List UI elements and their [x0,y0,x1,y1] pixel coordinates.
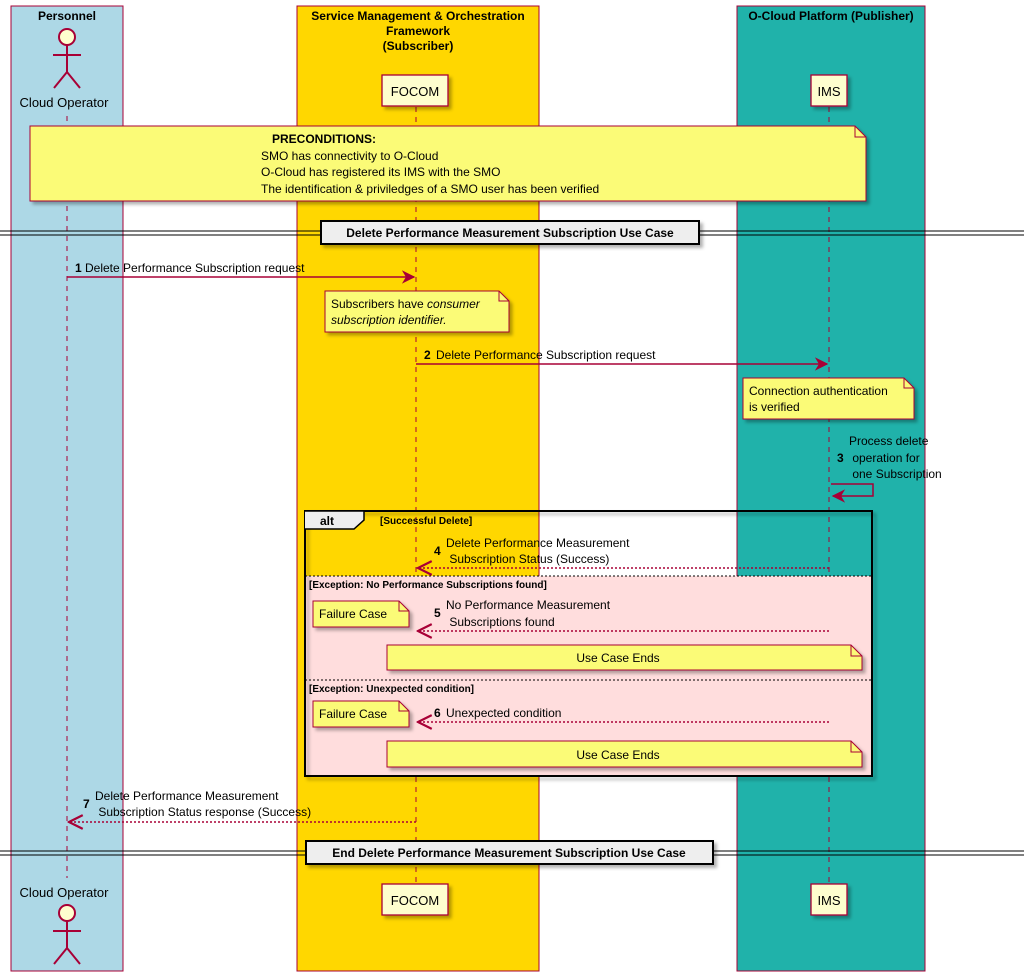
message-5-label-line-2: Subscriptions found [446,615,555,629]
end-divider-label: End Delete Performance Measurement Subsc… [332,846,686,860]
message-4-label-line-2: Subscription Status (Success) [446,552,609,566]
authentication-note: Connection authentication is verified [742,377,915,420]
cloud-operator-actor-top: Cloud Operator [20,28,110,110]
message-6-label: Unexpected condition [446,706,561,720]
failure-case-note-2: Failure Case [312,700,410,728]
use-case-ends-label-1: Use Case Ends [576,651,659,665]
precondition-line-1: SMO has connectivity to O-Cloud [261,149,438,163]
message-7-number: 7 [83,797,90,811]
ims-label-bottom: IMS [817,893,840,908]
message-2-label: Delete Performance Subscription request [436,348,656,362]
smo-box-title-line-1: Service Management & Orchestration [311,9,524,23]
message-3-label-line-3: one Subscription [849,467,942,481]
failure-case-note-1: Failure Case [312,600,410,628]
personnel-box-title: Personnel [38,9,96,23]
end-divider: End Delete Performance Measurement Subsc… [0,840,1024,865]
message-7: 7 Delete Performance Measurement Subscri… [69,789,416,822]
actor-icon [53,28,81,89]
focom-participant-bottom: FOCOM [381,883,449,916]
preconditions-title: PRECONDITIONS: [272,132,376,146]
ims-participant-bottom: IMS [810,883,848,916]
preconditions-note: PRECONDITIONS: SMO has connectivity to O… [29,125,867,202]
message-2-number: 2 [424,348,431,362]
alt-guard-unexpected: [Exception: Unexpected condition] [309,684,474,695]
message-7-label-line-2: Subscription Status response (Success) [95,805,311,819]
message-6-number: 6 [434,706,441,720]
consumer-id-note-line-2: subscription identifier. [331,313,447,327]
message-7-label-line-1: Delete Performance Measurement [95,789,279,803]
precondition-line-3: The identification & priviledges of a SM… [261,182,599,196]
message-5-number: 5 [434,606,441,620]
use-case-ends-note-2: Use Case Ends [386,740,863,768]
alt-guard-no-subscriptions: [Exception: No Performance Subscriptions… [309,580,547,591]
focom-label-top: FOCOM [391,84,439,99]
focom-participant-top: FOCOM [381,74,449,107]
auth-note-line-2: is verified [749,400,800,414]
smo-box-title-line-3: (Subscriber) [383,39,454,53]
actor-icon [53,904,81,965]
start-divider: Delete Performance Measurement Subscript… [0,220,1024,245]
message-1: 1 Delete Performance Subscription reques… [67,261,416,284]
consumer-id-note-line-1: Subscribers have consumer [331,297,481,311]
message-3-arrow [831,483,874,503]
start-divider-label: Delete Performance Measurement Subscript… [346,226,674,240]
message-3: 3 Process delete operation for one Subsc… [831,434,942,503]
consumer-id-note: Subscribers have consumer subscription i… [324,290,510,333]
message-4-number: 4 [434,544,441,558]
focom-label-bottom: FOCOM [391,893,439,908]
message-1-label: Delete Performance Subscription request [85,261,305,275]
message-3-label-line-1: Process delete [849,434,929,448]
message-3-number: 3 [837,451,844,465]
cloud-operator-label-top: Cloud Operator [20,95,110,110]
ims-participant-top: IMS [810,74,848,107]
message-5: 5 No Performance Measurement Subscriptio… [418,598,829,631]
failure-case-label-1: Failure Case [319,607,387,621]
use-case-ends-note-1: Use Case Ends [386,644,863,671]
cloud-operator-label-bottom: Cloud Operator [20,885,110,900]
ocloud-box-title: O-Cloud Platform (Publisher) [748,9,913,23]
precondition-line-2: O-Cloud has registered its IMS with the … [261,165,500,179]
message-4: 4 Delete Performance Measurement Subscri… [418,536,829,568]
ims-label-top: IMS [817,84,840,99]
failure-case-label-2: Failure Case [319,707,387,721]
message-1-number: 1 [75,261,82,275]
message-3-label-line-2: operation for [849,451,920,465]
use-case-ends-label-2: Use Case Ends [576,748,659,762]
alt-keyword: alt [320,514,334,528]
message-5-label-line-1: No Performance Measurement [446,598,611,612]
message-4-label-line-1: Delete Performance Measurement [446,536,630,550]
smo-box-title-line-2: Framework [386,24,450,38]
auth-note-line-1: Connection authentication [749,384,888,398]
cloud-operator-actor-bottom: Cloud Operator [20,885,110,965]
message-2: 2 Delete Performance Subscription reques… [416,348,829,371]
message-6: 6 Unexpected condition [418,706,829,722]
alt-guard-success: [Successful Delete] [380,516,472,527]
